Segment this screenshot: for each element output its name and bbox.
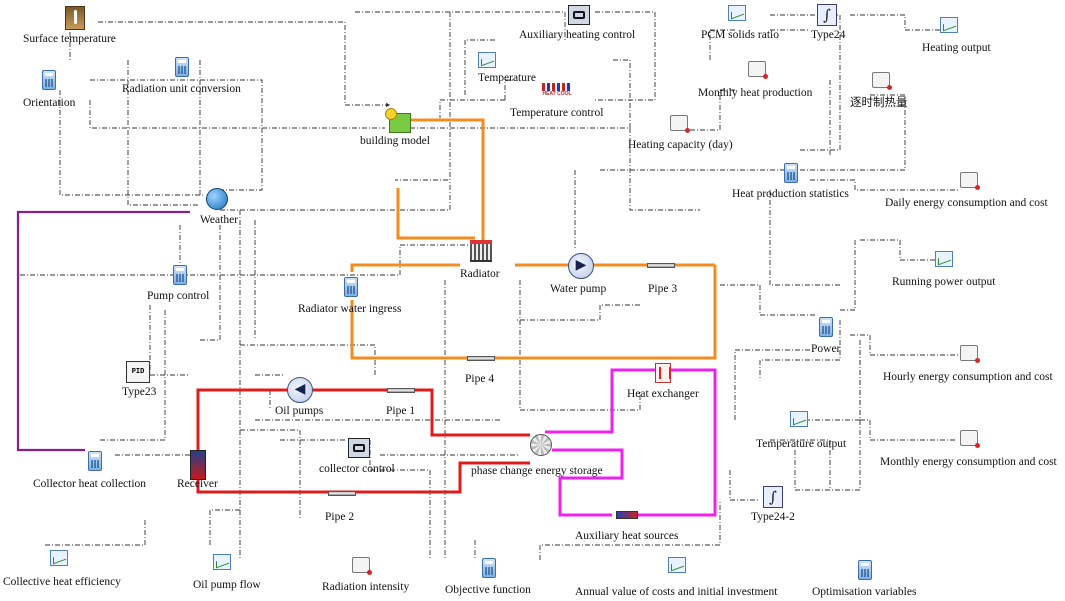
- monthly-heat-production-label: Monthly heat production: [698, 87, 813, 99]
- auxiliary-heating-control-icon[interactable]: [568, 5, 590, 25]
- control-lines: [20, 11, 960, 560]
- annual-value-plot-icon[interactable]: [668, 557, 686, 573]
- objective-function-icon[interactable]: [482, 558, 496, 578]
- instant-heat-printer-icon[interactable]: [872, 72, 892, 90]
- heating-output-plot-icon[interactable]: [940, 17, 958, 33]
- optimisation-variables-label: Optimisation variables: [812, 586, 917, 598]
- monthly-heat-production-printer-icon[interactable]: [748, 61, 768, 79]
- phase-change-label: phase change energy storage: [471, 465, 603, 477]
- oil-pump-flow-label: Oil pump flow: [193, 579, 261, 591]
- radiator-water-ingress-label: Radiator water ingress: [298, 303, 402, 315]
- auxiliary-heat-sources-icon[interactable]: [616, 511, 638, 519]
- collector-heat-collection-label: Collector heat collection: [33, 478, 147, 490]
- radiator-icon[interactable]: [470, 240, 492, 262]
- collector-control-icon[interactable]: [348, 438, 370, 458]
- running-power-output-label: Running power output: [892, 276, 996, 288]
- pump-control-label: Pump control: [147, 290, 210, 302]
- heat-production-statistics-label: Heat production statistics: [732, 188, 849, 200]
- temperature-output-plot-icon[interactable]: [790, 411, 808, 427]
- power-label: Power: [811, 343, 841, 355]
- heat-cool-text: HEAT COOL: [542, 91, 572, 97]
- pipe1-icon[interactable]: [387, 388, 415, 393]
- type23-pid-icon[interactable]: PID: [126, 361, 150, 383]
- purple-loop: [16, 210, 190, 452]
- monthly-energy-label: Monthly energy consumption and cost: [880, 456, 1057, 468]
- weather-label: Weather: [200, 214, 239, 226]
- hourly-energy-label: Hourly energy consumption and cost: [883, 371, 1053, 383]
- type23-label: Type23: [122, 386, 157, 398]
- heating-capacity-day-label: Heating capacity (day): [628, 139, 733, 151]
- radiation-unit-conversion-icon[interactable]: [175, 57, 189, 77]
- running-power-plot-icon[interactable]: [935, 251, 953, 267]
- pcm-solids-ratio-label: PCM solids ratio: [701, 29, 779, 41]
- radiation-unit-conversion-label: Radiation unit conversion: [122, 83, 241, 95]
- water-pump-label: Water pump: [550, 283, 607, 295]
- pipe2-icon[interactable]: [328, 491, 356, 496]
- pipe3-label: Pipe 3: [648, 283, 678, 295]
- collective-heat-efficiency-label: Collective heat efficiency: [3, 576, 121, 588]
- type24-integrator-icon[interactable]: ∫: [817, 4, 837, 26]
- optimisation-variables-icon[interactable]: [858, 560, 872, 580]
- surface-temperature-icon[interactable]: [65, 6, 85, 30]
- receiver-icon[interactable]: [190, 450, 206, 480]
- temperature-output-label: Temperature output: [756, 438, 847, 450]
- heat-production-statistics-icon[interactable]: [784, 163, 798, 183]
- type24-2-label: Type24-2: [751, 511, 795, 523]
- magenta-loop: [545, 368, 717, 517]
- surface-temperature-label: Surface temperature: [23, 33, 116, 45]
- orientation-calculator-icon[interactable]: [42, 70, 56, 90]
- pipe2-label: Pipe 2: [325, 511, 355, 523]
- heat-exchanger-icon[interactable]: [655, 363, 671, 383]
- oil-pump-flow-plot-icon[interactable]: [213, 554, 231, 570]
- collective-heat-efficiency-plot-icon[interactable]: [50, 550, 68, 566]
- annual-value-label: Annual value of costs and initial invest…: [575, 586, 778, 598]
- collector-control-label: collector control: [319, 463, 395, 475]
- radiator-label: Radiator: [460, 268, 500, 280]
- orange-loop: [350, 118, 717, 360]
- phase-change-storage-icon[interactable]: [530, 434, 552, 456]
- heat-exchanger-label: Heat exchanger: [627, 388, 699, 400]
- type24-2-integrator-icon[interactable]: ∫: [763, 486, 783, 508]
- temperature-label: Temperature: [478, 72, 536, 84]
- pipe4-label: Pipe 4: [465, 373, 495, 385]
- instant-heat-label: 逐时制热量: [850, 97, 908, 109]
- oil-pumps-label: Oil pumps: [275, 405, 324, 417]
- receiver-label: Receiver: [177, 478, 218, 490]
- radiation-intensity-label: Radiation intensity: [322, 581, 410, 593]
- auxiliary-heating-control-label: Auxiliary heating control: [519, 29, 636, 41]
- temperature-plot-icon[interactable]: [478, 52, 496, 68]
- pcm-solids-ratio-plot-icon[interactable]: [728, 5, 746, 21]
- red-loop: [196, 388, 530, 494]
- heating-output-label: Heating output: [922, 42, 991, 54]
- radiation-intensity-printer-icon[interactable]: [352, 557, 372, 575]
- daily-energy-label: Daily energy consumption and cost: [885, 197, 1048, 209]
- pump-control-icon[interactable]: [173, 265, 187, 285]
- weather-globe-icon[interactable]: [206, 188, 228, 210]
- building-model-label: building model: [360, 135, 430, 147]
- collector-heat-collection-icon[interactable]: [88, 451, 102, 471]
- pipe4-icon[interactable]: [467, 356, 495, 361]
- orientation-label: Orientation: [23, 97, 76, 109]
- water-pump-icon[interactable]: ▶: [568, 253, 594, 279]
- temperature-control-icon[interactable]: HEAT COOL: [540, 83, 574, 97]
- pid-text: PID: [131, 368, 145, 376]
- monthly-energy-printer-icon[interactable]: [960, 430, 980, 448]
- daily-energy-printer-icon[interactable]: [960, 172, 980, 190]
- type24-label: Type24: [811, 29, 846, 41]
- radiator-water-ingress-icon[interactable]: [344, 277, 358, 297]
- pipe3-icon[interactable]: [647, 263, 675, 268]
- power-calculator-icon[interactable]: [819, 317, 833, 337]
- auxiliary-heat-sources-label: Auxiliary heat sources: [575, 530, 679, 542]
- oil-pumps-icon[interactable]: ◀: [287, 377, 313, 403]
- temperature-control-label: Temperature control: [510, 107, 604, 119]
- pipe1-label: Pipe 1: [386, 405, 416, 417]
- objective-function-label: Objective function: [445, 584, 531, 596]
- hourly-energy-printer-icon[interactable]: [960, 345, 980, 363]
- building-model-icon[interactable]: [385, 108, 411, 133]
- heating-capacity-day-printer-icon[interactable]: [670, 115, 690, 133]
